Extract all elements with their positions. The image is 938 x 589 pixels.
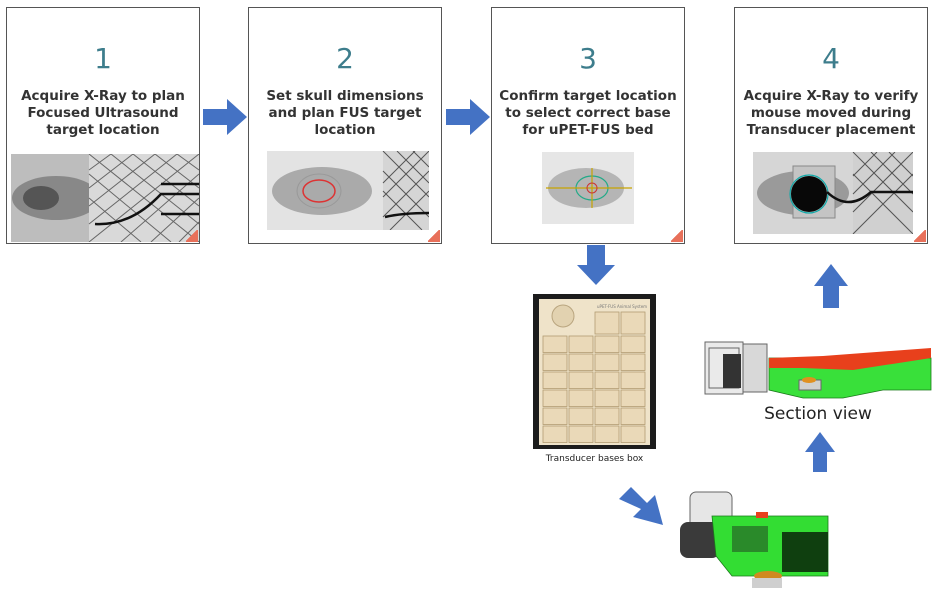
base-cell bbox=[620, 425, 646, 443]
base-cell bbox=[542, 425, 568, 443]
step-card-1: 1 Acquire X-Ray to plan Focused Ultrasou… bbox=[6, 7, 200, 244]
base-cell bbox=[568, 407, 594, 425]
step-number: 3 bbox=[579, 42, 597, 75]
arrow-up-icon bbox=[805, 432, 835, 472]
section-view-image bbox=[704, 341, 932, 399]
base-cell bbox=[594, 425, 620, 443]
transducer-box-caption: Transducer bases box bbox=[545, 454, 644, 464]
arrow-down-right-icon bbox=[619, 487, 663, 525]
step-number: 4 bbox=[822, 42, 840, 75]
step-card-3: 3 Confirm target location to select corr… bbox=[491, 7, 685, 244]
corner-mark-icon bbox=[428, 230, 440, 242]
step-card-4: 4 Acquire X-Ray to verify mouse moved du… bbox=[734, 7, 928, 244]
base-cell bbox=[594, 353, 620, 371]
transducer-render-image bbox=[680, 491, 829, 588]
step-description: Set skull dimensions and plan FUS target… bbox=[266, 88, 424, 138]
corner-mark-icon bbox=[671, 230, 683, 242]
step-description: Confirm target location to select correc… bbox=[499, 88, 677, 138]
base-cell bbox=[542, 389, 568, 407]
base-cell bbox=[620, 371, 646, 389]
arrow-down-icon bbox=[577, 245, 615, 285]
base-cell bbox=[620, 335, 646, 353]
base-cell bbox=[594, 389, 620, 407]
corner-mark-icon bbox=[914, 230, 926, 242]
base-cell bbox=[568, 353, 594, 371]
base-cell bbox=[594, 371, 620, 389]
base-cell bbox=[594, 407, 620, 425]
step-number: 2 bbox=[336, 42, 354, 75]
base-cell bbox=[594, 311, 620, 335]
step-number: 1 bbox=[94, 42, 112, 75]
base-cell bbox=[542, 407, 568, 425]
section-view-caption: Section view bbox=[764, 404, 872, 424]
step-card-2: 2 Set skull dimensions and plan FUS targ… bbox=[248, 7, 442, 244]
base-cell bbox=[568, 335, 594, 353]
step-description: Acquire X-Ray to plan Focused Ultrasound… bbox=[21, 88, 185, 138]
transducer-bases-box-image: uPET-FUS Animal System bbox=[533, 294, 656, 449]
base-cell bbox=[620, 407, 646, 425]
arrow-up-icon bbox=[814, 264, 848, 308]
base-cell bbox=[620, 353, 646, 371]
verify-xray-image bbox=[753, 152, 913, 234]
base-cell-grid bbox=[542, 311, 646, 443]
step-description: Acquire X-Ray to verify mouse moved duri… bbox=[743, 88, 919, 138]
base-cell bbox=[568, 425, 594, 443]
base-cell bbox=[542, 353, 568, 371]
base-cell bbox=[620, 389, 646, 407]
base-cell bbox=[542, 335, 568, 353]
box-label: uPET-FUS Animal System bbox=[597, 304, 647, 309]
arrow-right-icon bbox=[446, 99, 490, 135]
corner-mark-icon bbox=[186, 230, 198, 242]
xray-image bbox=[11, 154, 199, 242]
base-cell bbox=[568, 371, 594, 389]
skull-plan-image bbox=[267, 151, 429, 230]
base-cell bbox=[542, 371, 568, 389]
arrow-right-icon bbox=[203, 99, 247, 135]
target-confirm-image bbox=[542, 152, 634, 224]
base-cell bbox=[620, 311, 646, 335]
base-cell bbox=[568, 389, 594, 407]
base-cell bbox=[594, 335, 620, 353]
